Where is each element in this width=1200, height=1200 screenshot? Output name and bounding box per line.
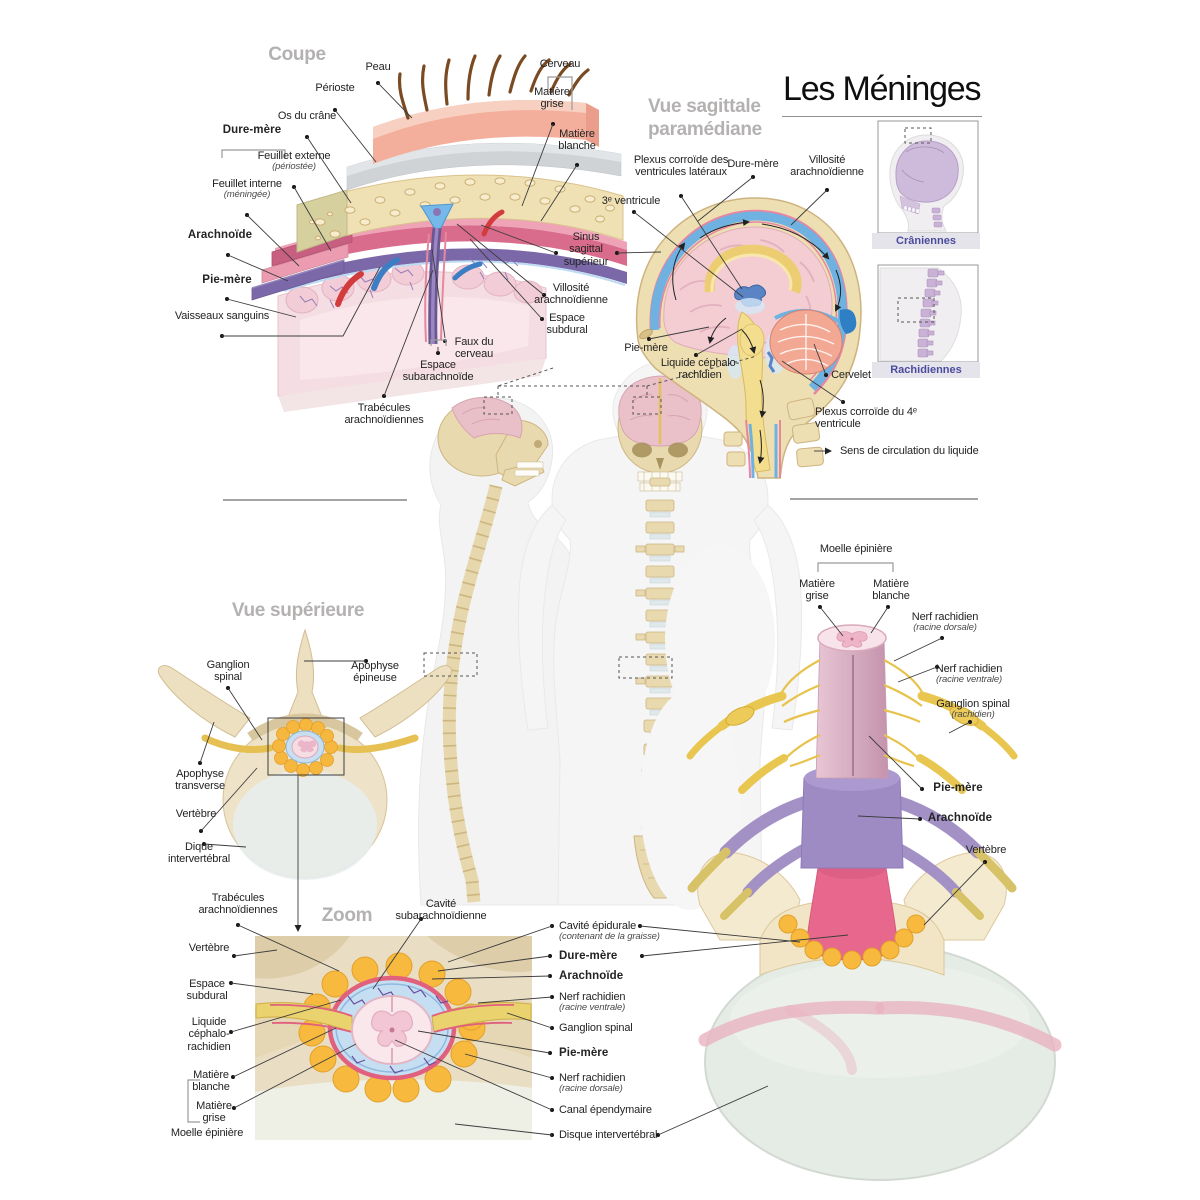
- section-title-coupe: Coupe: [268, 44, 326, 65]
- label-matiere-blanche-3d: Matière blanche: [872, 578, 910, 603]
- label-nerf-dorsal-3d: Nerf rachidien(racine dorsale): [899, 611, 991, 634]
- label-matiere-blanche: Matière blanche: [558, 128, 596, 153]
- label-3e-ventricule: 3ᵉ ventricule: [601, 195, 661, 207]
- label-matiere-grise: Matière grise: [534, 86, 570, 111]
- label-espace-subdural-zoom: Espace subdural: [186, 978, 228, 1003]
- illustration-vertebra-top-view: [157, 628, 453, 880]
- caption-craniennes: Crâniennes: [872, 233, 980, 249]
- label-os-du-crane: Os du crâne: [277, 110, 337, 122]
- label-pie-mere-sagittale: Pie-mère: [624, 342, 668, 354]
- label-disque-vs: Dique intervertébral: [167, 841, 231, 866]
- label-nerf-dorsal-mid: Nerf rachidien(racine dorsale): [559, 1072, 626, 1095]
- label-vertebre-vs: Vertèbre: [175, 808, 217, 820]
- label-nerf-dorsal-mid-text: Nerf rachidien: [559, 1072, 626, 1084]
- label-matiere-blanche-zoom: Matière blanche: [192, 1069, 230, 1094]
- illustration-coupe-scalp: [251, 54, 627, 412]
- label-feuillet-externe-sub: (périostée): [272, 161, 316, 173]
- label-sinus-sagittal: Sinus sagittal supérieur: [563, 231, 609, 268]
- illustration-sagittal-head: [635, 197, 862, 479]
- label-nerf-ventral-3d-text: Nerf rachidien: [935, 663, 1003, 675]
- title-underline: [782, 116, 982, 117]
- label-ganglion-spinal-3d-text: Ganglion spinal: [936, 698, 1010, 710]
- label-vaisseaux-sanguins: Vaisseaux sanguins: [174, 310, 270, 322]
- page-title: Les Méninges: [783, 70, 981, 108]
- label-feuillet-interne-text: Feuillet interne: [212, 178, 282, 190]
- label-nerf-ventral-3d-sub: (racine ventrale): [935, 674, 1003, 686]
- label-trabecules-coupe: Trabécules arachnoïdiennes: [344, 402, 424, 427]
- label-arachnoide: Arachnoïde: [187, 229, 253, 241]
- label-espace-subdural-coupe: Espace subdural: [546, 312, 588, 337]
- label-feuillet-interne-sub: (méningée): [223, 189, 271, 201]
- label-dure-mere-mid: Dure-mère: [559, 950, 618, 962]
- label-apophyse-epineuse: Apophyse épineuse: [351, 660, 399, 685]
- label-vertebre-3d: Vertèbre: [965, 844, 1007, 856]
- divider-left: [223, 499, 407, 501]
- inset-craniennes-frame: [877, 120, 979, 234]
- label-villosite-coupe: Villosité arachnoïdienne: [534, 282, 608, 307]
- label-disque-intervertebral-mid: Disque intervertébral: [559, 1129, 658, 1141]
- caption-craniennes-text: Crâniennes: [896, 235, 956, 247]
- label-ganglion-spinal-3d: Ganglion spinal(rachidien): [927, 698, 1019, 721]
- section-title-zoom: Zoom: [321, 905, 373, 926]
- label-peau: Peau: [365, 61, 391, 73]
- label-faux-du-cerveau: Faux du cerveau: [454, 336, 494, 361]
- section-title-vue-superieure: Vue supérieure: [231, 600, 365, 621]
- label-cavite-epidurale-sub: (contenant de la graisse): [559, 931, 660, 943]
- caption-rachidiennes-text: Rachidiennes: [890, 364, 962, 376]
- label-cervelet: Cervelet: [831, 369, 871, 381]
- label-feuillet-interne: Feuillet interne(méningée): [212, 178, 282, 201]
- label-apophyse-transverse: Apophyse transverse: [175, 768, 225, 793]
- label-ganglion-spinal-vs: Ganglion spinal: [206, 659, 250, 684]
- label-villosite-sagittale: Villosité arachnoïdienne: [790, 154, 864, 179]
- label-nerf-ventral-mid: Nerf rachidien(racine ventrale): [559, 991, 626, 1014]
- label-nerf-dorsal-3d-sub: (racine dorsale): [913, 622, 977, 634]
- label-perioste: Périoste: [315, 82, 355, 94]
- label-arachnoide-3d: Arachnoïde: [927, 812, 993, 824]
- label-liquide-sagittale: Liquide céphalo-rachidien: [660, 357, 740, 382]
- label-cavite-subarachnoidienne: Cavité subarachnoïdienne: [395, 898, 487, 923]
- illustration-zoom-cross-section: [255, 936, 532, 1140]
- label-espace-subarachnoide: Espace subarachnoïde: [402, 359, 474, 384]
- illustration-spinal-cord-3d: [640, 545, 1062, 1181]
- label-ganglion-spinal-mid: Ganglion spinal: [559, 1022, 633, 1034]
- label-dure-mere-sagittale: Dure-mère: [727, 158, 779, 170]
- label-cavite-epidurale: Cavité épidurale(contenant de la graisse…: [559, 920, 660, 943]
- label-pie-mere-3d: Pie-mère: [933, 782, 983, 794]
- label-feuillet-externe-text: Feuillet externe: [257, 150, 331, 162]
- label-feuillet-externe: Feuillet externe(périostée): [258, 150, 331, 173]
- label-ganglion-spinal-3d-sub: (rachidien): [951, 709, 995, 721]
- label-nerf-dorsal-mid-sub: (racine dorsale): [559, 1083, 623, 1095]
- label-trabecules-zoom: Trabécules arachnoïdiennes: [198, 892, 278, 917]
- label-cerveau: Cerveau: [539, 58, 581, 70]
- label-nerf-ventral-mid-sub: (racine ventrale): [559, 1002, 626, 1014]
- label-canal-ependymaire: Canal épendymaire: [559, 1104, 652, 1116]
- leader-lines: [187, 76, 987, 1137]
- label-liquide-zoom: Liquide céphalo-rachidien: [187, 1016, 231, 1053]
- label-pie-mere-mid: Pie-mère: [559, 1047, 609, 1059]
- label-plexus-lateraux: Plexus corroïde des ventricules latéraux: [633, 154, 729, 179]
- label-moelle-epiniere-zoom: Moelle épinière: [170, 1127, 244, 1139]
- label-cavite-epidurale-text: Cavité épidurale: [559, 920, 637, 932]
- inset-rachidiennes-frame: [877, 264, 979, 363]
- label-nerf-dorsal-3d-text: Nerf rachidien: [911, 611, 979, 623]
- label-matiere-grise-zoom: Matière grise: [196, 1100, 232, 1125]
- section-title-sagittale-2: paramédiane: [648, 119, 762, 140]
- divider-right: [790, 498, 978, 500]
- caption-rachidiennes: Rachidiennes: [872, 362, 980, 378]
- section-title-sagittale-1: Vue sagittale: [648, 96, 761, 117]
- label-legende-flux: Sens de circulation du liquide: [840, 445, 979, 457]
- label-nerf-ventral-mid-text: Nerf rachidien: [559, 991, 626, 1003]
- label-nerf-ventral-3d: Nerf rachidien(racine ventrale): [923, 663, 1015, 686]
- label-matiere-grise-3d: Matière grise: [799, 578, 835, 603]
- label-arachnoide-mid: Arachnoïde: [559, 970, 624, 982]
- label-vertebre-zoom: Vertèbre: [188, 942, 230, 954]
- label-dure-mere: Dure-mère: [222, 124, 282, 136]
- label-pie-mere: Pie-mère: [202, 274, 252, 286]
- label-moelle-epiniere-3d: Moelle épinière: [819, 543, 893, 555]
- label-plexus-4e: Plexus corroïde du 4ᵉ ventricule: [815, 406, 917, 431]
